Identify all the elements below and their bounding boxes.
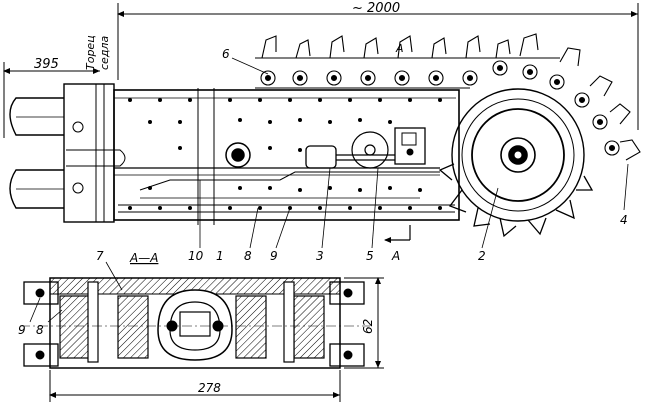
- section-height-label: 62: [361, 319, 375, 334]
- section-cut-label: А: [391, 249, 400, 263]
- section-cut-label-top: А: [395, 42, 404, 55]
- callout-leaders: [199, 57, 629, 249]
- overall-length-label: ~ 2000: [352, 1, 400, 16]
- callout-10: 10: [188, 249, 204, 263]
- bar-offset-dimension: [3, 62, 100, 138]
- callout-6: 6: [222, 47, 230, 61]
- callout-2: 2: [478, 249, 486, 263]
- cutter-teeth: [261, 33, 641, 161]
- seat-face-label-line2: седла: [98, 36, 111, 70]
- cutting-bar: [9, 83, 460, 225]
- section-callout-9: 9: [18, 323, 26, 337]
- chain-links: [260, 60, 620, 156]
- section-callout-leaders: [29, 261, 123, 323]
- sprocket-teeth: [438, 163, 594, 238]
- section-cut-marker: [384, 225, 411, 243]
- rivet-pattern: [128, 98, 442, 210]
- callout-4: 4: [620, 213, 628, 227]
- overall-length-dimension: [117, 3, 639, 130]
- bar-offset-label: 395: [34, 57, 59, 72]
- cutting-chain: [255, 33, 641, 161]
- seat-face-label-line1: Торец: [84, 35, 97, 70]
- section-a-a: [20, 277, 370, 369]
- drive-sprocket: [438, 88, 594, 238]
- callout-5: 5: [366, 249, 374, 263]
- tension-screw-assembly: [305, 127, 426, 169]
- callout-9: 9: [270, 249, 278, 263]
- section-width-label: 278: [198, 381, 221, 395]
- callout-3: 3: [316, 249, 324, 263]
- callout-8: 8: [244, 249, 252, 263]
- section-height-dimension: [344, 277, 384, 369]
- section-title: А—А: [129, 251, 158, 265]
- section-callout-7: 7: [96, 249, 104, 263]
- callout-1: 1: [216, 249, 224, 263]
- section-width-dimension: [49, 370, 341, 402]
- section-callout-8: 8: [36, 323, 44, 337]
- tension-pulley: [225, 142, 251, 168]
